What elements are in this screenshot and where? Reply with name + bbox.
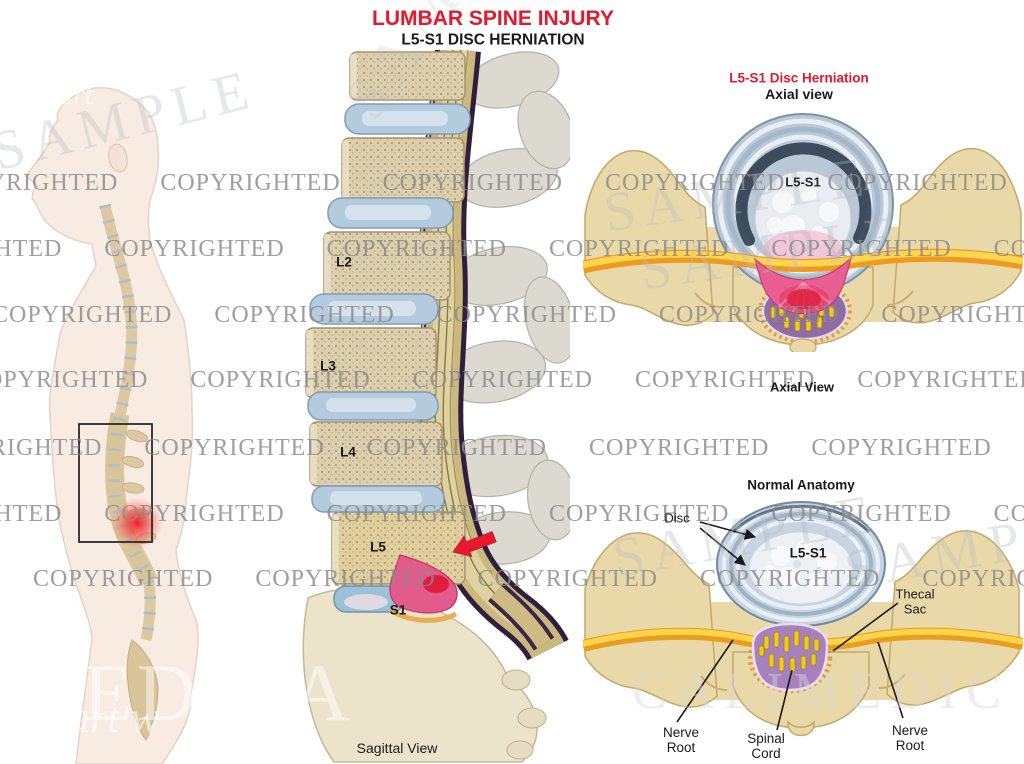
nerve-rootlets (758, 630, 820, 673)
brand-watermark-fragment: MEDICA (6, 647, 354, 738)
nerve-root-left-annotation: Nerve Root (662, 724, 699, 755)
leader-lines (676, 521, 904, 731)
injury-glow (111, 497, 163, 549)
spinal-cord-annotation: Spinal Cord (747, 730, 785, 761)
sagittal-spine-illustration (302, 50, 570, 763)
axial-injury-caption: Axial View (769, 379, 835, 395)
spinous-tip (789, 338, 817, 352)
disc-axial-injured (712, 113, 894, 295)
vertebra-label-S1: S1 (389, 602, 407, 618)
thecal-sac (747, 622, 833, 694)
axial-herniation-illustration (583, 113, 1023, 352)
axial-injury-subheading: Axial view (765, 86, 833, 103)
vertebra-label-L4: L4 (340, 444, 356, 460)
canal-exit-fill (490, 585, 551, 649)
copyright-watermark-row: COPYRIGHTED COPYRIGHTED COPYRIGHTED COPY… (0, 435, 992, 461)
body-profile-illustration (25, 86, 199, 764)
copyright-watermark-row: COPYRIGHTED COPYRIGHTED COPYRIGHTED COPY… (0, 236, 1024, 262)
disc-L5S1-nucleus (344, 594, 388, 610)
sacrum-bumps (501, 669, 547, 760)
disc-annotation: Disc (664, 510, 690, 526)
bone-notch-left (694, 292, 722, 308)
sagittal-caption: Sagittal View (356, 740, 438, 757)
axial-normal-heading: Normal Anatomy (747, 477, 855, 493)
disc-axial-normal (716, 501, 886, 627)
vertebra-label-L3: L3 (320, 358, 336, 374)
disc-leader-2 (699, 527, 746, 566)
thecal-sac-annotation: Thecal Sac (895, 586, 935, 616)
herniation-rim (388, 607, 458, 623)
copyright-watermark-row: COPYRIGHTED COPYRIGHTED COPYRIGHTED COPY… (0, 367, 1024, 393)
axial-normal-illustration (583, 501, 1023, 737)
vertebra-label-L2: L2 (336, 254, 352, 270)
copyright-watermark-row: COPYRIGHTED COPYRIGHTED COPYRIGHTED COPY… (0, 501, 1024, 527)
axial-injury-heading: L5-S1 Disc Herniation (729, 70, 869, 86)
spinal-cord-leader (776, 669, 793, 731)
silhouette-sacrum (126, 639, 159, 741)
bone-notch-left (700, 675, 728, 691)
vertebral-bodies (305, 51, 466, 585)
herniation-arrow (452, 531, 497, 557)
disc-nuclei (326, 111, 448, 505)
copyright-watermark-row: COPYRIGHTED COPYRIGHTED COPYRIGHTED COPY… (0, 170, 1008, 196)
zoom-region-box (78, 423, 153, 543)
brand-watermark-fragment: CALIMEDIC (632, 663, 1011, 720)
brand-watermark-fragment: art w (68, 693, 160, 742)
disc-leader-1 (699, 521, 757, 540)
axial-injury-disc-label: L5-S1 (785, 174, 821, 190)
brand-watermark-fragment: art (58, 78, 94, 111)
nerve-root-right-leader (877, 641, 904, 719)
copyright-watermark-row: COPYRIGHTED COPYRIGHTED COPYRIGHTED COPY… (33, 566, 1024, 592)
ear (108, 143, 128, 173)
copyright-watermark-row: COPYRIGHTED COPYRIGHTED COPYRIGHTED COPY… (0, 302, 1024, 328)
vertebra-label-L5: L5 (370, 539, 386, 555)
nerve-root-right-annotation: Nerve Root (891, 722, 928, 753)
spine-discs (99, 203, 157, 642)
nerve-root-left-leader (676, 639, 734, 723)
herniation-axial (753, 256, 853, 315)
herniation-core (423, 575, 449, 593)
page-title: LUMBAR SPINE INJURY (372, 7, 614, 31)
bone-notch-right (886, 290, 914, 306)
axial-normal-disc-label: L5-S1 (789, 545, 827, 561)
body-edge-highlights (306, 54, 357, 582)
thecal-sac-leader (832, 602, 899, 652)
page-subtitle: L5-S1 DISC HERNIATION (401, 31, 585, 49)
nerve-root-bands (583, 248, 1023, 274)
